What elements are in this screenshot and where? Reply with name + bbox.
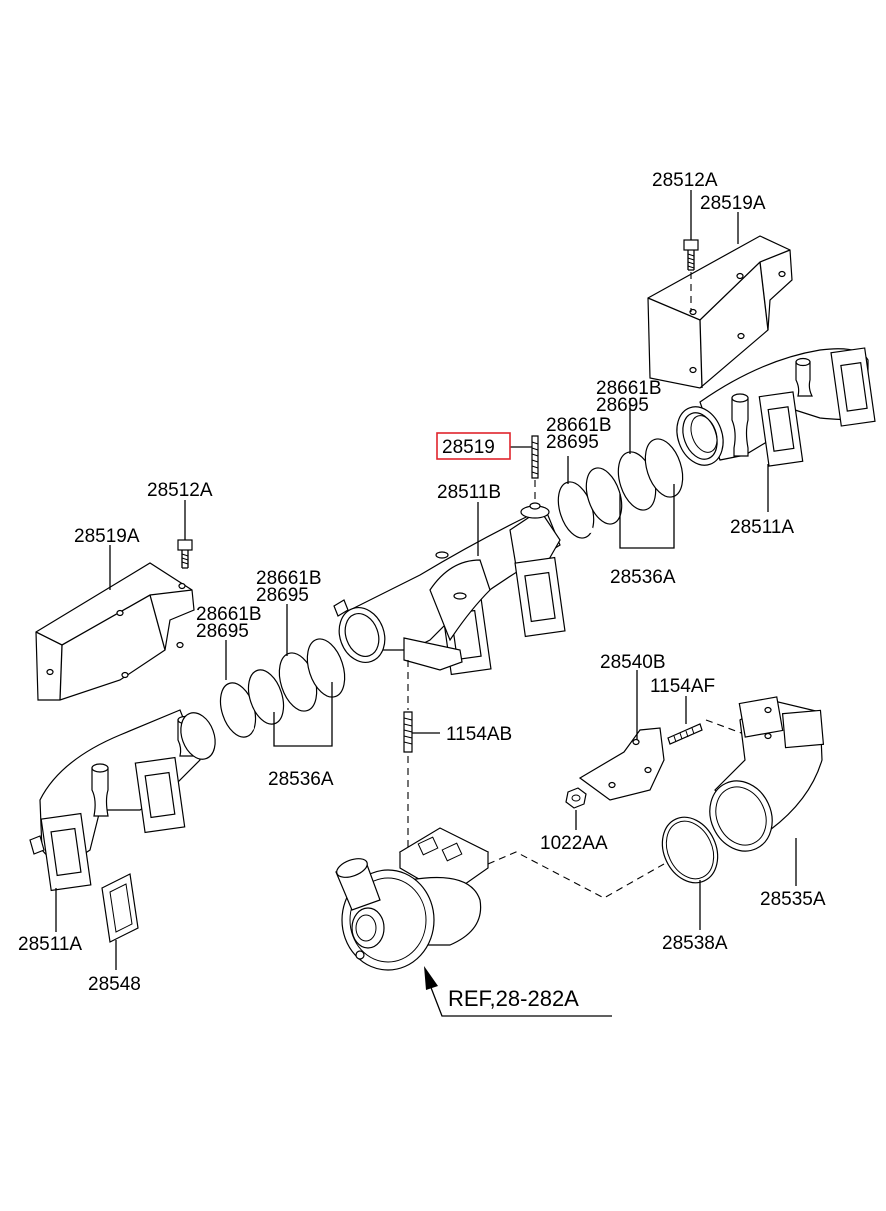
bolt-28512A-right <box>683 239 699 271</box>
label-28695-left1[interactable]: 28695 <box>256 585 309 606</box>
clamp-28538A <box>661 816 719 884</box>
elbow-28535A <box>709 696 825 852</box>
label-28511A-left[interactable]: 28511A <box>18 934 82 955</box>
seal-rings-left <box>219 638 346 738</box>
label-28661B-right1[interactable]: 28661B <box>596 378 662 399</box>
label-28512A-top[interactable]: 28512A <box>652 170 718 191</box>
stud-1154AF <box>667 723 703 745</box>
label-28511A-right[interactable]: 28511A <box>730 517 794 538</box>
manifold-28511B-center <box>333 502 566 676</box>
manifold-28511A-right <box>676 347 876 467</box>
highlight-box-28519 <box>436 432 511 460</box>
label-1022AA[interactable]: 1022AA <box>540 833 608 854</box>
label-28512A-left[interactable]: 28512A <box>147 480 213 501</box>
part-labels: 28512A 28519A 28661B 28695 28661B 28695 … <box>18 170 826 1011</box>
label-28536A-right[interactable]: 28536A <box>610 567 676 588</box>
leader-lines <box>55 190 797 970</box>
label-28540B[interactable]: 28540B <box>600 652 666 673</box>
label-1154AF[interactable]: 1154AF <box>650 676 715 697</box>
label-28695-right2[interactable]: 28695 <box>546 432 599 453</box>
label-28519A-top[interactable]: 28519A <box>700 193 766 214</box>
seal-rings-right <box>557 438 684 539</box>
label-28535A[interactable]: 28535A <box>760 889 826 910</box>
label-28511B[interactable]: 28511B <box>437 482 501 503</box>
heat-shield-right <box>647 235 793 389</box>
label-28538A[interactable]: 28538A <box>662 933 728 954</box>
stud-1154AB <box>403 711 413 753</box>
heat-shield-left <box>35 562 195 701</box>
manifold-28511A-left <box>29 709 216 892</box>
label-28519[interactable]: 28519 <box>442 437 495 458</box>
label-ref-28-282A[interactable]: REF,28-282A <box>448 986 579 1011</box>
label-1154AB[interactable]: 1154AB <box>446 724 512 745</box>
bolt-28512A-left <box>177 539 193 569</box>
label-28695-left2[interactable]: 28695 <box>196 621 249 642</box>
label-28661B-left2[interactable]: 28661B <box>196 604 262 625</box>
label-28548[interactable]: 28548 <box>88 974 141 995</box>
label-28695-right1[interactable]: 28695 <box>596 395 649 416</box>
label-28661B-left1[interactable]: 28661B <box>256 568 322 589</box>
label-28536A-left[interactable]: 28536A <box>268 769 334 790</box>
label-28519A-left[interactable]: 28519A <box>74 526 140 547</box>
stud-28519 <box>531 435 539 479</box>
nut-1022AA <box>565 787 587 809</box>
label-28661B-right2[interactable]: 28661B <box>546 415 612 436</box>
bracket-28540B <box>578 727 665 801</box>
turbocharger <box>335 827 490 971</box>
gasket-28548 <box>101 873 139 943</box>
